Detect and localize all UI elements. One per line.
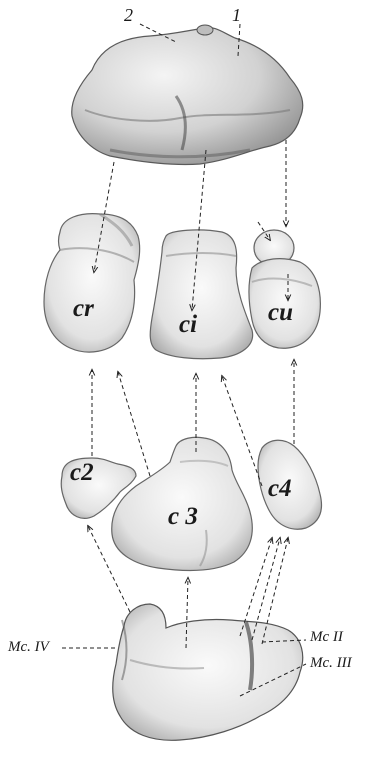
arrow-c3-to-cr bbox=[118, 372, 150, 476]
proximal-bone bbox=[72, 25, 303, 165]
label-mc-ii: Mc II bbox=[310, 630, 343, 645]
label-2: 2 bbox=[124, 6, 133, 24]
label-mc-iv: Mc. IV bbox=[8, 640, 49, 655]
label-cu: cu bbox=[268, 300, 293, 325]
label-c3: c 3 bbox=[168, 504, 198, 529]
label-c4: c4 bbox=[268, 476, 292, 501]
label-ci: ci bbox=[179, 312, 197, 337]
label-cr: cr bbox=[73, 296, 94, 321]
label-mc-iii: Mc. III bbox=[310, 656, 352, 671]
metacarpal-block bbox=[113, 604, 303, 740]
bone-cu bbox=[249, 230, 320, 348]
bone-cr bbox=[44, 214, 140, 352]
label-1: 1 bbox=[232, 6, 241, 24]
bone-ci bbox=[150, 230, 252, 359]
label-c2: c2 bbox=[70, 460, 94, 485]
